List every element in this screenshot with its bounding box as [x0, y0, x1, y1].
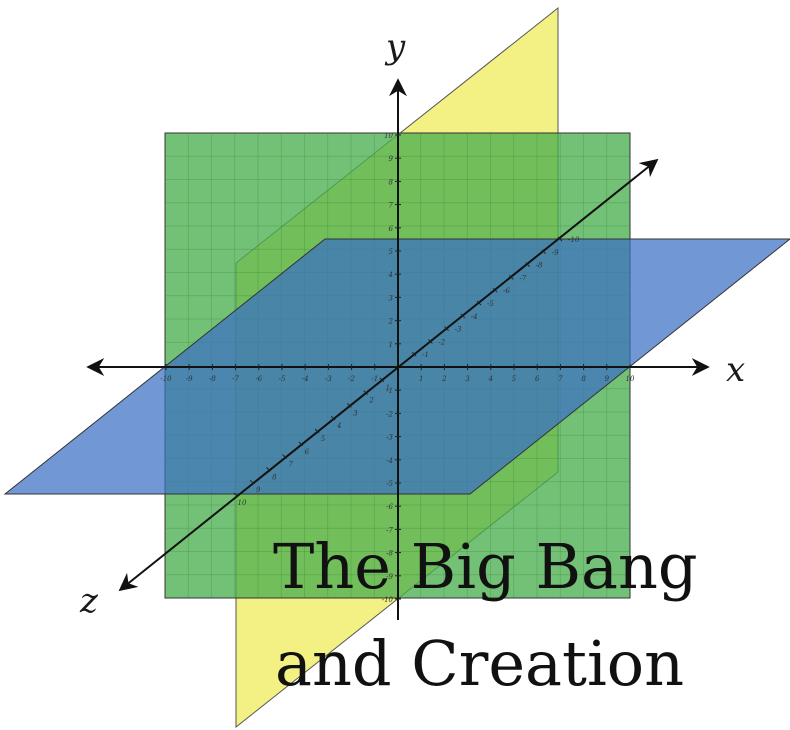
tick-label: -1 — [371, 375, 378, 383]
tick-label: 5 — [389, 248, 394, 256]
tick-label: -1 — [386, 387, 393, 395]
tick-label: 9 — [605, 375, 610, 383]
tick-label: 7 — [389, 202, 394, 210]
tick-label: 1 — [389, 341, 393, 349]
tick-mark — [282, 454, 287, 459]
tick-label: 9 — [256, 486, 261, 494]
tick-label: -8 — [386, 550, 393, 558]
tick-label: -2 — [386, 410, 393, 418]
tick-mark — [428, 339, 433, 344]
tick-label: -7 — [232, 375, 239, 383]
tick-mark — [330, 415, 336, 421]
tick-label: -5 — [279, 375, 286, 383]
tick-label: 3 — [389, 294, 394, 302]
tick-label: -6 — [386, 503, 393, 511]
tick-label: -8 — [536, 262, 543, 270]
tick-label: -3 — [386, 434, 393, 442]
tick-label: 4 — [388, 271, 393, 279]
title-line-2: and Creation — [275, 627, 684, 700]
tick-label: 2 — [368, 397, 374, 405]
tick-mark — [492, 287, 498, 293]
tick-label: 10 — [626, 375, 635, 383]
x-axis-label: x — [726, 350, 745, 390]
tick-label: -4 — [302, 375, 309, 383]
tick-label: -7 — [519, 274, 526, 282]
tick-label: 7 — [288, 461, 293, 469]
tick-label: 2 — [441, 375, 447, 383]
y-axis-label: y — [384, 27, 406, 67]
tick-mark — [444, 326, 449, 331]
tick-label: 5 — [512, 375, 517, 383]
tick-label: -6 — [503, 287, 510, 295]
tick-label: 8 — [389, 178, 394, 186]
tick-label: 8 — [581, 375, 586, 383]
tick-mark — [249, 479, 255, 485]
tick-label: 9 — [389, 155, 394, 163]
tick-label: 6 — [389, 225, 394, 233]
tick-label: 1 — [386, 384, 390, 392]
tick-label: 3 — [465, 375, 470, 383]
tick-label: -6 — [255, 375, 262, 383]
tick-label: 6 — [305, 448, 310, 456]
tick-mark — [298, 441, 304, 447]
tick-label: -9 — [386, 573, 393, 581]
tick-mark — [314, 428, 320, 434]
tick-mark — [266, 467, 271, 472]
tick-label: -5 — [386, 480, 393, 488]
tick-label: -7 — [386, 526, 393, 534]
tick-label: 4 — [336, 422, 341, 430]
z-axis — [118, 158, 659, 592]
tick-label: -9 — [552, 249, 559, 257]
tick-label: -8 — [209, 375, 216, 383]
tick-label: 2 — [388, 318, 394, 326]
tick-label: -10 — [160, 375, 172, 383]
tick-label: -3 — [455, 326, 462, 334]
tick-marks — [165, 134, 631, 600]
tick-mark — [460, 313, 466, 319]
tick-mark — [541, 249, 547, 255]
tick-label: 6 — [535, 375, 540, 383]
tick-label: -3 — [325, 375, 332, 383]
title-line-1: The Big Bang — [273, 530, 698, 603]
tick-mark — [233, 492, 239, 498]
tick-mark — [509, 275, 514, 280]
tick-label: 5 — [321, 435, 326, 443]
z-axis-label: z — [79, 581, 99, 621]
tick-label: -1 — [422, 351, 429, 359]
tick-label: -10 — [382, 596, 394, 604]
tick-mark — [347, 403, 352, 408]
tick-label: -4 — [471, 313, 478, 321]
tick-mark — [363, 390, 368, 395]
tick-mark — [525, 262, 530, 267]
tick-label: -5 — [487, 300, 494, 308]
tick-label: -2 — [348, 375, 355, 383]
tick-label: 7 — [558, 375, 563, 383]
tick-label: 3 — [353, 409, 358, 417]
tick-mark — [557, 236, 563, 242]
tick-label: 10 — [384, 132, 393, 140]
tick-label: -9 — [186, 375, 193, 383]
tick-label: -10 — [568, 236, 580, 244]
tick-label: 8 — [272, 473, 277, 481]
tick-mark — [476, 300, 482, 306]
tick-label: -2 — [438, 338, 445, 346]
tick-mark — [411, 351, 417, 357]
tick-label: 10 — [238, 499, 247, 507]
tick-label: 1 — [419, 375, 423, 383]
tick-label: -4 — [386, 457, 393, 465]
tick-label: 4 — [488, 375, 493, 383]
tick-mark — [379, 377, 385, 383]
